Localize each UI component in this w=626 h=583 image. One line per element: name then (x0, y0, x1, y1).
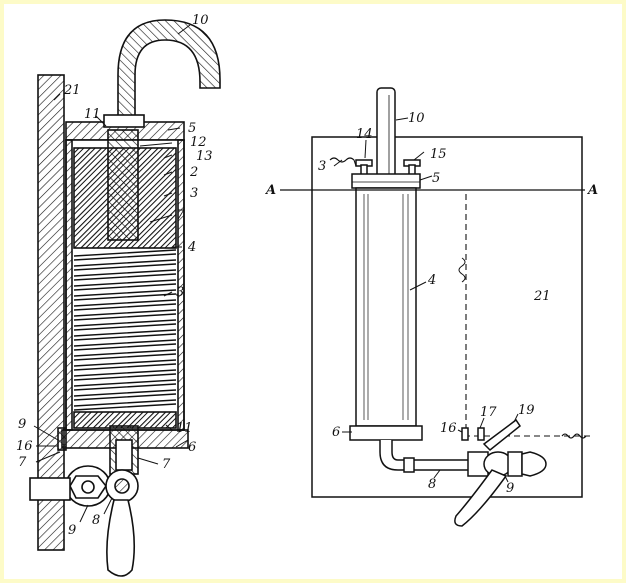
label-7-mid: 7 (176, 208, 185, 223)
section-label-a-left: A (264, 183, 276, 198)
bottom-cap-elev (349, 425, 423, 441)
valve-nut-center (81, 480, 95, 494)
label-9-lower: 9 (68, 523, 76, 538)
label-10: 10 (192, 13, 209, 28)
wall-board (37, 74, 65, 551)
left-labels: 10 21 11 5 12 13 2 3 7 4 3 11 9 16 6 7 7… (16, 13, 213, 538)
label-16-right: 16 (440, 421, 457, 436)
label-8: 8 (92, 513, 100, 528)
left-leader-lines (33, 24, 191, 523)
top-cap-elev (351, 173, 421, 189)
label-5: 5 (188, 121, 196, 136)
valve-outlet-nozzle (521, 451, 547, 477)
left-sectional-view (29, 19, 221, 577)
spout-collar (103, 114, 145, 128)
side-lug (57, 427, 67, 451)
label-6: 6 (188, 440, 196, 455)
label-6-right: 6 (332, 425, 340, 440)
label-4: 4 (187, 240, 196, 255)
label-3-lower: 3 (176, 285, 184, 300)
label-16: 16 (16, 439, 33, 454)
label-3-upper: 3 (190, 186, 198, 201)
label-21-right: 21 (533, 289, 551, 304)
right-labels: 10 14 15 3 5 A A 4 21 6 16 17 19 8 9 (264, 111, 598, 496)
label-4-right: 4 (427, 273, 436, 288)
label-14: 14 (356, 127, 373, 142)
valve-handle (106, 499, 136, 577)
label-21: 21 (63, 83, 81, 98)
valve-handle-elev (454, 469, 508, 527)
pipe-coupling (403, 457, 415, 473)
contact-16 (461, 427, 469, 441)
cylinder-wall-left (65, 139, 73, 431)
outlet-bore (115, 439, 133, 471)
label-3-right: 3 (318, 159, 326, 174)
label-2: 2 (189, 165, 198, 180)
label-7-right: 7 (162, 457, 171, 472)
label-19: 19 (518, 403, 535, 418)
plunger-stem (107, 129, 139, 241)
label-15: 15 (430, 147, 447, 162)
label-9-right: 9 (506, 481, 514, 496)
lever-arm (482, 418, 522, 452)
dashed-wire (420, 189, 590, 437)
section-label-a-right: A (586, 183, 598, 198)
wire-coil-left (329, 157, 357, 167)
label-17: 17 (480, 405, 497, 420)
spout (117, 19, 221, 126)
label-7-left: 7 (18, 455, 27, 470)
label-8-right: 8 (428, 477, 436, 492)
label-11-bottom: 11 (176, 421, 193, 436)
label-10-right: 10 (408, 111, 425, 126)
pipe-stub (29, 477, 71, 501)
label-9-upper: 9 (18, 417, 26, 432)
plug-core (114, 478, 130, 494)
label-13: 13 (196, 149, 213, 164)
label-12: 12 (190, 135, 207, 150)
right-elevation-view (280, 87, 590, 527)
backboard (311, 136, 583, 498)
contact-17 (477, 427, 485, 441)
piston-rod (376, 87, 396, 179)
coil-spring (73, 249, 177, 411)
right-leader-lines (333, 117, 519, 483)
valve-nut-elev (507, 451, 523, 477)
wire-coil-right (561, 433, 587, 439)
label-11-top: 11 (84, 107, 101, 122)
cylinder-elev (355, 187, 417, 427)
label-5-right: 5 (432, 171, 440, 186)
wire-break (458, 257, 466, 283)
